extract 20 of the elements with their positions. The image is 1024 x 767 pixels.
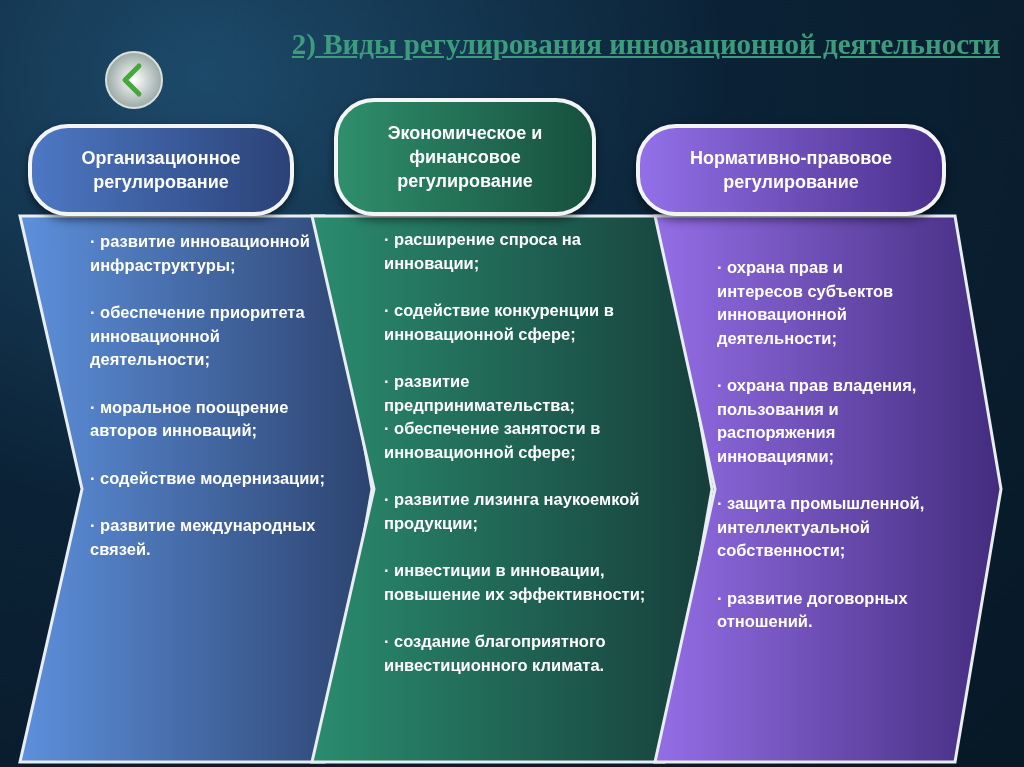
bullet-item: · защита промышленной, интеллектуальной собственности; xyxy=(717,493,926,561)
bullet-item: · обеспечение приоритета инновационной деятельности; xyxy=(90,302,306,370)
bullet-item: · развитие инновационной инфраструктуры; xyxy=(90,231,311,276)
bullet-item: · инвестиции в инновации, повышение их эффективности; xyxy=(384,560,647,605)
slide-title: 2) Виды регулирования инновационной деятельности xyxy=(290,28,1000,61)
bullet-item: · содействие конкуренции в инновационной сфере; xyxy=(384,300,615,345)
bullet-item: · обеспечение занятости в инновационной сфере; xyxy=(384,418,602,463)
bullet-item: · развитие международных связей. xyxy=(90,515,317,560)
bullet-item: · содействие модернизации; xyxy=(90,467,326,489)
bullet-item: · развитие договорных отношений. xyxy=(717,587,909,632)
bullet-item: · охрана прав владения, пользования и распоряжения инновациями; xyxy=(717,375,918,467)
bullet-item: · создание благоприятного инвестиционного климата. xyxy=(384,631,607,676)
column-heading: Экономическое и финансовое регулирование xyxy=(334,98,596,216)
bullet-item: · моральное поощрение авторов инноваций; xyxy=(90,396,290,441)
column-heading: Нормативно-правовое регулирование xyxy=(636,124,946,216)
bullet-item: · расширение спроса на инновации; xyxy=(384,229,582,274)
bullet-item: · развитие предпринимательства; xyxy=(384,371,576,416)
column-heading: Организационное регулирование xyxy=(28,124,294,216)
bullet-item: · развитие лизинга наукоемкой продукции; xyxy=(384,489,641,534)
bullet-item: · охрана прав и интересов субъектов инновационной деятельности; xyxy=(717,257,895,349)
